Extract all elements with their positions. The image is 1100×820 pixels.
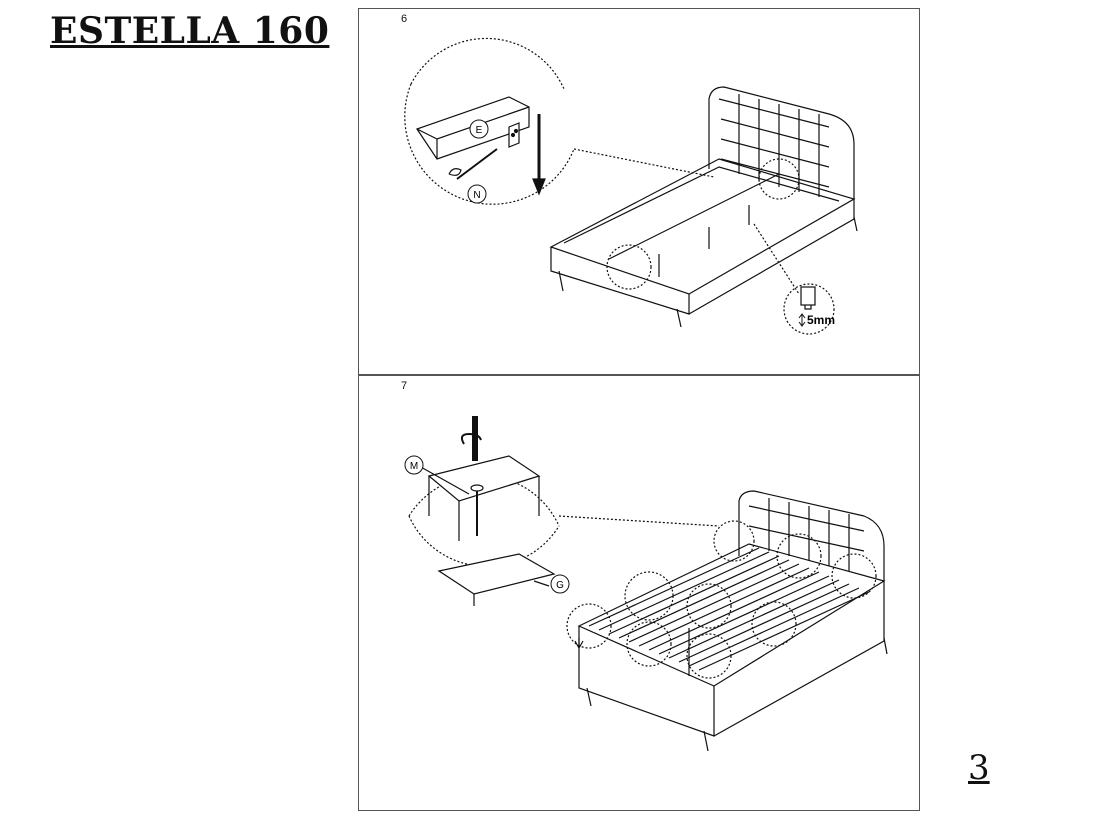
page-title: ESTELLA 160 [50, 10, 330, 52]
detail-circle [408, 515, 560, 567]
callout-m-label: M [410, 461, 418, 472]
callout-m [404, 455, 424, 475]
callout-g [550, 574, 570, 594]
step-6-panel: 6 [358, 8, 920, 375]
slat-block [427, 455, 541, 502]
callout-e-label: E [476, 125, 483, 136]
bed-frame [577, 543, 886, 687]
callout-n-label: N [473, 190, 480, 201]
step-number: 6 [401, 13, 408, 25]
step-7-panel: 7 [358, 375, 920, 811]
detail-circle [404, 83, 575, 205]
step-number: 7 [401, 380, 408, 392]
screw-n [456, 148, 498, 180]
step-7-illustration: M G [404, 416, 888, 752]
callout-n [467, 184, 487, 204]
callout-g-label: G [556, 580, 564, 591]
callout-e [469, 119, 489, 139]
measurement-label: 5mm [807, 313, 835, 327]
headboard [708, 86, 855, 199]
page-number: 3 [968, 748, 990, 788]
step-6-illustration: E N 5mm [404, 37, 858, 335]
headboard [738, 490, 885, 581]
